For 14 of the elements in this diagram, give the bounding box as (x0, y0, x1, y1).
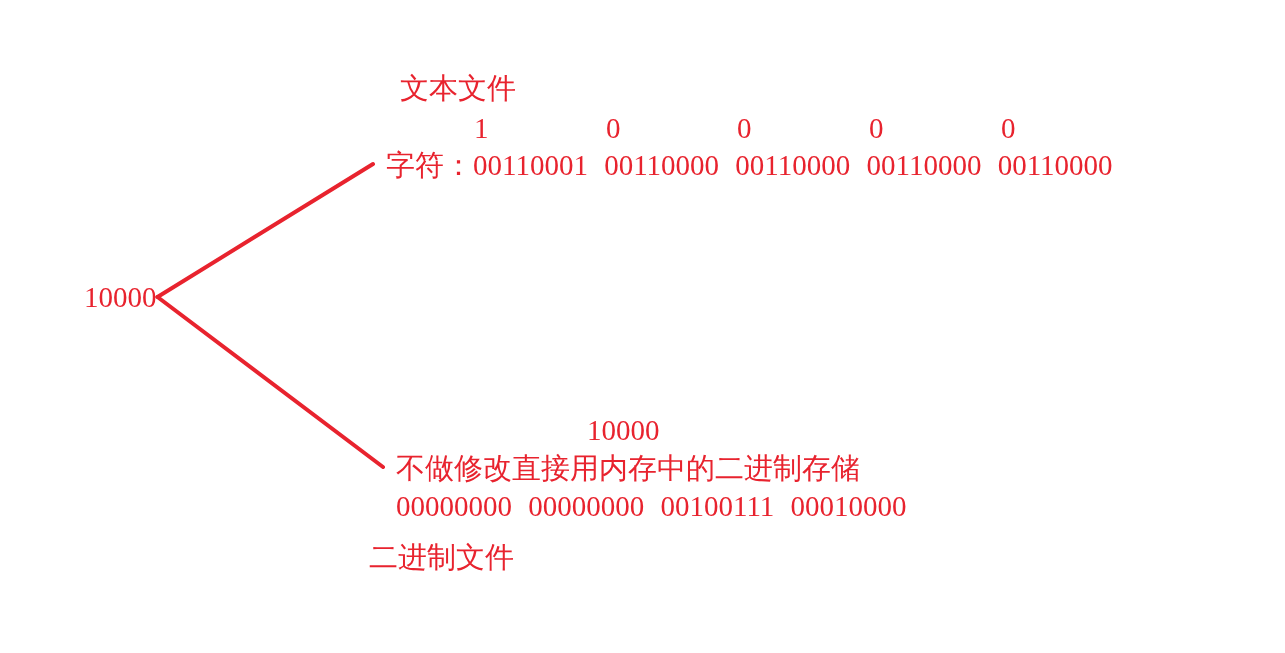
connector-line (155, 162, 375, 299)
text-label: 0 (737, 111, 752, 145)
node-text: 10000 (84, 280, 157, 314)
node-text: 不做修改直接用内存中的二进制存储 (396, 451, 860, 485)
text-label: 0 (1001, 111, 1016, 145)
text-label: 二进制文件 (369, 540, 514, 574)
node-text: 字符：00110001 00110000 00110000 00110000 00110000 (386, 148, 1113, 182)
text-label: 10000 (587, 413, 660, 447)
text-label: 0 (606, 111, 621, 145)
text-label: 1 (474, 111, 489, 145)
text-label: 0 (869, 111, 884, 145)
text-label: 00000000 00000000 00100111 00010000 (396, 489, 907, 523)
connector-line (155, 295, 385, 469)
text-label: 文本文件 (400, 71, 516, 105)
